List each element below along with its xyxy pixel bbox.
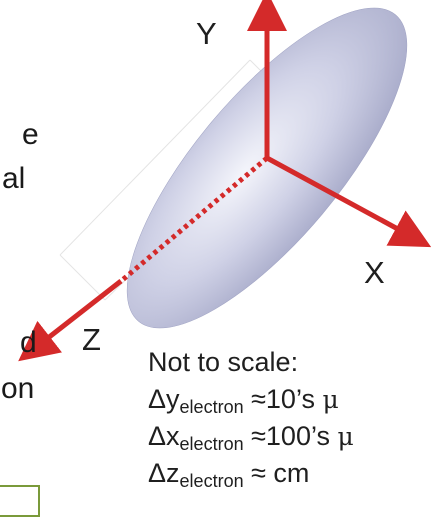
unit-micron: μ bbox=[322, 385, 339, 414]
y-axis-label: Y bbox=[196, 16, 217, 51]
unit-micron: μ bbox=[337, 422, 354, 451]
variable-x: x bbox=[166, 421, 180, 451]
approx-value: ≈ cm bbox=[243, 458, 310, 488]
delta-symbol: Δ bbox=[148, 421, 167, 451]
variable-z: z bbox=[166, 458, 180, 488]
delta-symbol: Δ bbox=[148, 384, 167, 414]
subscript-electron: electron bbox=[179, 471, 244, 491]
approx-value: ≈100’s bbox=[243, 421, 338, 451]
left-text-fragment-4: on bbox=[1, 372, 35, 405]
z-axis-label: Z bbox=[82, 322, 101, 357]
subscript-electron: electron bbox=[179, 397, 244, 417]
subscript-electron: electron bbox=[179, 434, 244, 454]
note-row-z: Δzelectron ≈ cm bbox=[148, 458, 310, 491]
partial-text-box bbox=[0, 485, 40, 517]
note-row-y: Δyelectron ≈10’s μ bbox=[148, 384, 339, 417]
x-axis-arrow bbox=[265, 155, 432, 248]
delta-symbol: Δ bbox=[148, 458, 167, 488]
note-title: Not to scale: bbox=[148, 347, 299, 377]
left-text-fragment-2: al bbox=[2, 162, 26, 195]
approx-value: ≈10’s bbox=[243, 384, 323, 414]
electron-bunch-ellipsoid bbox=[126, 7, 408, 329]
left-text-fragment-1-visible: e bbox=[22, 118, 39, 151]
x-axis-label: X bbox=[364, 255, 385, 290]
variable-y: y bbox=[166, 384, 180, 414]
z-axis-hidden-segment bbox=[118, 156, 269, 284]
z-axis-arrow bbox=[18, 279, 123, 362]
left-text-fragment-3: d bbox=[20, 326, 37, 359]
note-row-x: Δxelectron ≈100’s μ bbox=[148, 421, 354, 454]
